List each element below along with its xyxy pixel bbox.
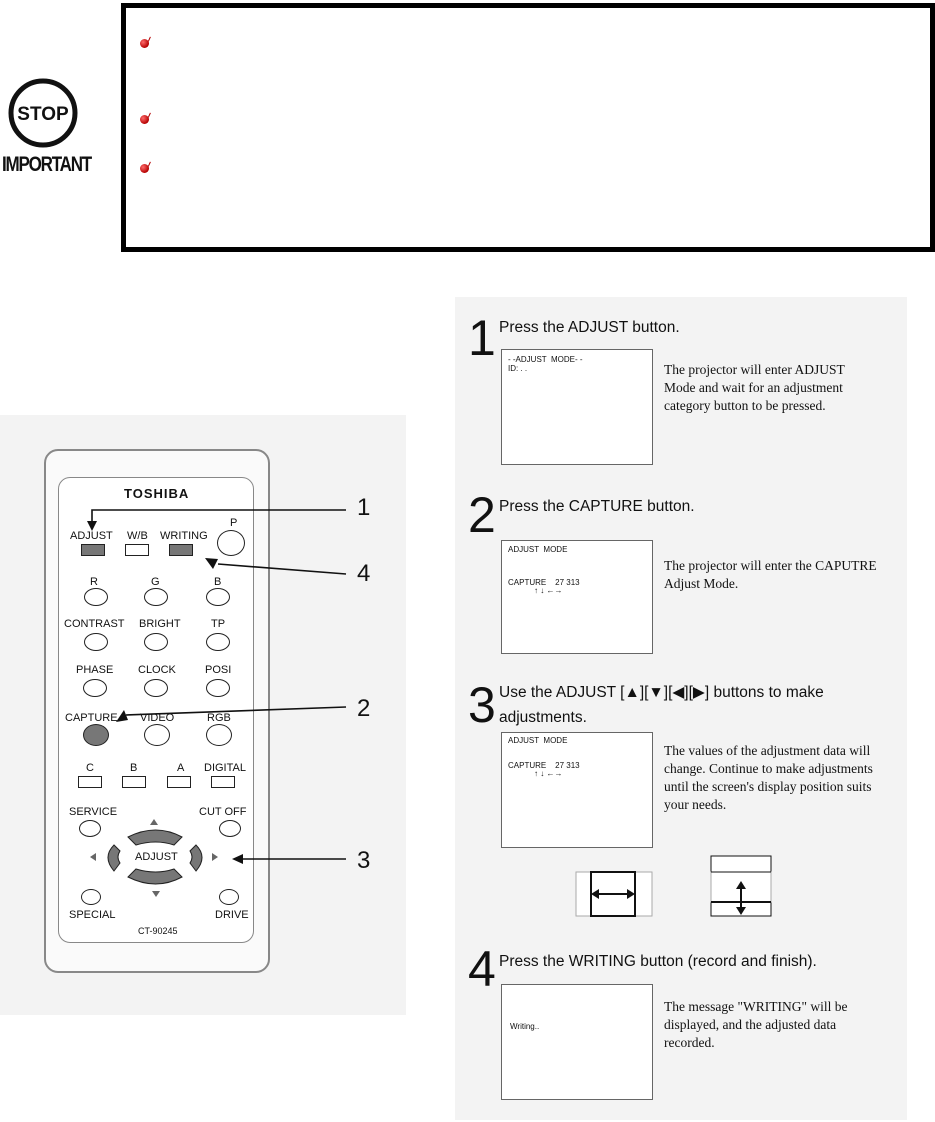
step-1-number: 1	[468, 310, 496, 366]
b2-button[interactable]	[122, 776, 146, 788]
capture-label: CAPTURE	[65, 712, 118, 724]
step-2-screen-arrows: ↑ ↓ ←→	[534, 586, 563, 595]
c-button[interactable]	[78, 776, 102, 788]
b-label: B	[214, 576, 222, 588]
step-3-screen-arrows: ↑ ↓ ←→	[534, 769, 563, 778]
adjust-label: ADJUST	[70, 530, 113, 542]
vertical-position-diagram	[710, 855, 772, 917]
callout-3: 3	[357, 847, 371, 874]
step-2-description: The projector will enter the CAPUTRE Adj…	[664, 558, 877, 591]
step-4-screen-text: Writing..	[510, 1022, 540, 1031]
drive-label: DRIVE	[215, 909, 249, 921]
step-2-number: 2	[468, 487, 496, 543]
a-label: A	[177, 762, 185, 774]
wb-button[interactable]	[125, 544, 149, 556]
remote-brand: TOSHIBA	[124, 486, 190, 501]
up-arrow-button[interactable]	[127, 829, 183, 846]
step-2-title: Press the CAPTURE button.	[499, 498, 695, 515]
contrast-button[interactable]	[84, 633, 108, 651]
tp-label: TP	[211, 618, 226, 630]
digital-label: DIGITAL	[204, 762, 246, 774]
step-4-number: 4	[468, 941, 496, 997]
step-3-number: 3	[468, 677, 496, 733]
step-4-description: The message "WRITING" will be displayed,…	[664, 999, 848, 1050]
bright-button[interactable]	[144, 633, 168, 651]
phase-label: PHASE	[76, 664, 114, 676]
b2-label: B	[130, 762, 138, 774]
important-notice-box	[121, 3, 935, 252]
r-label: R	[90, 576, 98, 588]
left-arrow-button[interactable]	[107, 844, 121, 872]
bullet-icon	[140, 164, 149, 173]
step-1-screen-text: - -ADJUST MODE- - ID: . .	[508, 355, 583, 373]
digital-button[interactable]	[211, 776, 235, 788]
adjust-pad-label: ADJUST	[135, 851, 178, 863]
step-3-title-line2: adjustments.	[499, 709, 587, 726]
adjust-button[interactable]	[81, 544, 105, 556]
p-button[interactable]	[217, 530, 245, 556]
step-3-screen-value: CAPTURE 27 313	[508, 761, 580, 770]
step-3-screen: ADJUST MODE CAPTURE 27 313 ↑ ↓ ←→	[501, 732, 653, 848]
down-small-arrow-icon	[152, 891, 160, 897]
step-4-title: Press the WRITING button (record and fin…	[499, 953, 817, 970]
wb-label: W/B	[127, 530, 148, 542]
step-2-screen-value: CAPTURE 27 313	[508, 578, 580, 587]
phase-button[interactable]	[83, 679, 107, 697]
remote-model: CT-90245	[138, 926, 178, 936]
bright-label: BRIGHT	[139, 618, 181, 630]
posi-label: POSI	[205, 664, 232, 676]
callout-4: 4	[357, 560, 371, 587]
important-label: IMPORTANT	[2, 152, 92, 176]
step-1-screen: - -ADJUST MODE- - ID: . .	[501, 349, 653, 465]
clock-label: CLOCK	[138, 664, 176, 676]
up-small-arrow-icon	[150, 819, 158, 825]
rgb-label: RGB	[207, 712, 231, 724]
clock-button[interactable]	[144, 679, 168, 697]
step-3-title-line1: Use the ADJUST [▲][▼][◀][▶] buttons to m…	[499, 684, 824, 701]
adjust-direction-pad	[90, 819, 218, 897]
bullet-icon	[140, 115, 149, 124]
special-label: SPECIAL	[69, 909, 116, 921]
writing-button[interactable]	[169, 544, 193, 556]
callout-1: 1	[357, 494, 371, 521]
drive-button[interactable]	[219, 889, 239, 905]
tp-button[interactable]	[206, 633, 230, 651]
right-arrow-button[interactable]	[189, 844, 203, 872]
video-label: VIDEO	[140, 712, 175, 724]
special-button[interactable]	[81, 889, 101, 905]
c-label: C	[86, 762, 94, 774]
cutoff-label: CUT OFF	[199, 806, 247, 818]
stop-text: STOP	[17, 104, 69, 125]
down-arrow-button[interactable]	[127, 868, 183, 885]
service-label: SERVICE	[69, 806, 118, 818]
bullet-icon	[140, 39, 149, 48]
step-1-description: The projector will enter ADJUST Mode and…	[664, 362, 845, 413]
step-4-screen: Writing..	[501, 984, 653, 1100]
step-1-title: Press the ADJUST button.	[499, 319, 680, 336]
callout-2: 2	[357, 695, 371, 722]
p-label: P	[230, 517, 238, 529]
left-small-arrow-icon	[90, 853, 96, 861]
video-button[interactable]	[144, 724, 170, 746]
step-2-screen-header: ADJUST MODE	[508, 545, 568, 554]
callout-lines	[87, 509, 347, 864]
g-button[interactable]	[144, 588, 168, 606]
a-button[interactable]	[167, 776, 191, 788]
rgb-button[interactable]	[206, 724, 232, 746]
g-label: G	[151, 576, 160, 588]
step-3-description: The values of the adjustment data will c…	[664, 743, 873, 812]
service-button[interactable]	[79, 820, 101, 837]
b-button[interactable]	[206, 588, 230, 606]
step-2-screen: ADJUST MODE CAPTURE 27 313 ↑ ↓ ←→	[501, 540, 653, 654]
cutoff-button[interactable]	[219, 820, 241, 837]
step-3-screen-header: ADJUST MODE	[508, 736, 568, 745]
stop-sign-icon: STOP	[8, 78, 78, 148]
posi-button[interactable]	[206, 679, 230, 697]
writing-label: WRITING	[160, 530, 208, 542]
right-small-arrow-icon	[212, 853, 218, 861]
contrast-label: CONTRAST	[64, 618, 125, 630]
capture-button[interactable]	[83, 724, 109, 746]
horizontal-position-diagram	[575, 871, 653, 917]
r-button[interactable]	[84, 588, 108, 606]
